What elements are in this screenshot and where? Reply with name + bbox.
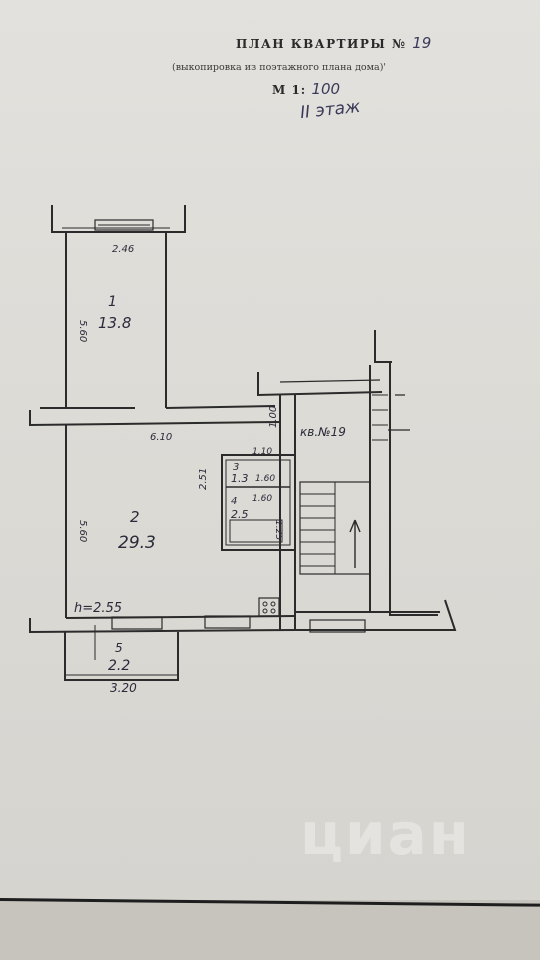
dim-room2-width: 6.10 <box>150 432 172 443</box>
room2-bottom-wall <box>29 618 296 634</box>
plan-subtitle: (выкопировка из поэтажного плана дома)' <box>172 62 387 73</box>
dim-door-gap: 1.00 <box>268 406 279 428</box>
dim-room2-length: 5.60 <box>77 520 88 542</box>
room2-area: 29.3 <box>118 533 156 553</box>
room1-area: 13.8 <box>98 314 131 332</box>
dim-room1-width: 2.46 <box>112 244 134 255</box>
stove <box>258 597 280 617</box>
scale-value: 100 <box>311 80 341 98</box>
stove-burner <box>270 601 276 607</box>
divider-wall <box>29 410 281 427</box>
bathtub <box>229 519 283 543</box>
room5-area: 2.2 <box>108 658 130 674</box>
room2-bottom-inner <box>65 615 296 619</box>
room3-area: 1.3 <box>231 472 249 485</box>
apartment-number: 19 <box>412 34 432 52</box>
dim-room1-length: 5.60 <box>77 320 88 342</box>
plan-scale: М 1: 100 <box>272 80 340 98</box>
scale-label: М 1: <box>272 83 307 97</box>
room1-top-right-wall <box>166 205 186 233</box>
dim-bath-a: 1.10 <box>252 447 272 457</box>
bath-block-inner <box>225 459 291 546</box>
dim-bath-d: 1.25 <box>273 520 283 540</box>
stair-notch <box>388 394 410 431</box>
ceiling-height: h=2.55 <box>74 601 122 616</box>
room3-number: 3 <box>233 462 239 473</box>
stairwell-bottom-outer <box>295 599 457 631</box>
dim-bath-b: 1.60 <box>255 474 275 484</box>
divider-wall-upper <box>66 405 276 409</box>
watermark: циан <box>300 800 471 868</box>
stairwell-walls <box>369 362 438 616</box>
room2-number: 2 <box>130 508 140 526</box>
plan-title-text: ПЛАН КВАРТИРЫ № <box>236 37 407 51</box>
room4-number: 4 <box>231 496 237 507</box>
floor-plan: 2.46 5.60 1 13.8 6.10 5.60 2 29.3 h=2.55… <box>29 205 457 695</box>
desk-background <box>0 900 540 960</box>
corridor-top-wall <box>257 372 383 397</box>
room2-window-2 <box>204 615 251 629</box>
stairwell-window <box>309 619 366 633</box>
room1-window <box>94 219 154 231</box>
room4-area: 2.5 <box>231 508 249 521</box>
stove-burner <box>262 601 268 607</box>
dim-bath-c: 1.60 <box>252 494 272 504</box>
stair-top-wall <box>374 330 392 363</box>
room2-window <box>111 616 163 630</box>
document-sheet <box>0 0 540 900</box>
apartment-label: кв.№19 <box>300 425 346 439</box>
room1-number: 1 <box>108 294 117 310</box>
stair-arrow <box>349 519 361 568</box>
plan-title: ПЛАН КВАРТИРЫ № 19 <box>236 34 431 52</box>
room5-number: 5 <box>115 641 123 655</box>
room1-left-wall <box>40 205 67 409</box>
balcony <box>64 632 179 681</box>
dim-balcony-width: 3.20 <box>110 681 137 695</box>
stove-burner <box>270 608 276 614</box>
corridor-top-inner <box>279 379 381 383</box>
dim-corridor: 2.51 <box>198 468 209 490</box>
stove-burner <box>262 608 268 614</box>
